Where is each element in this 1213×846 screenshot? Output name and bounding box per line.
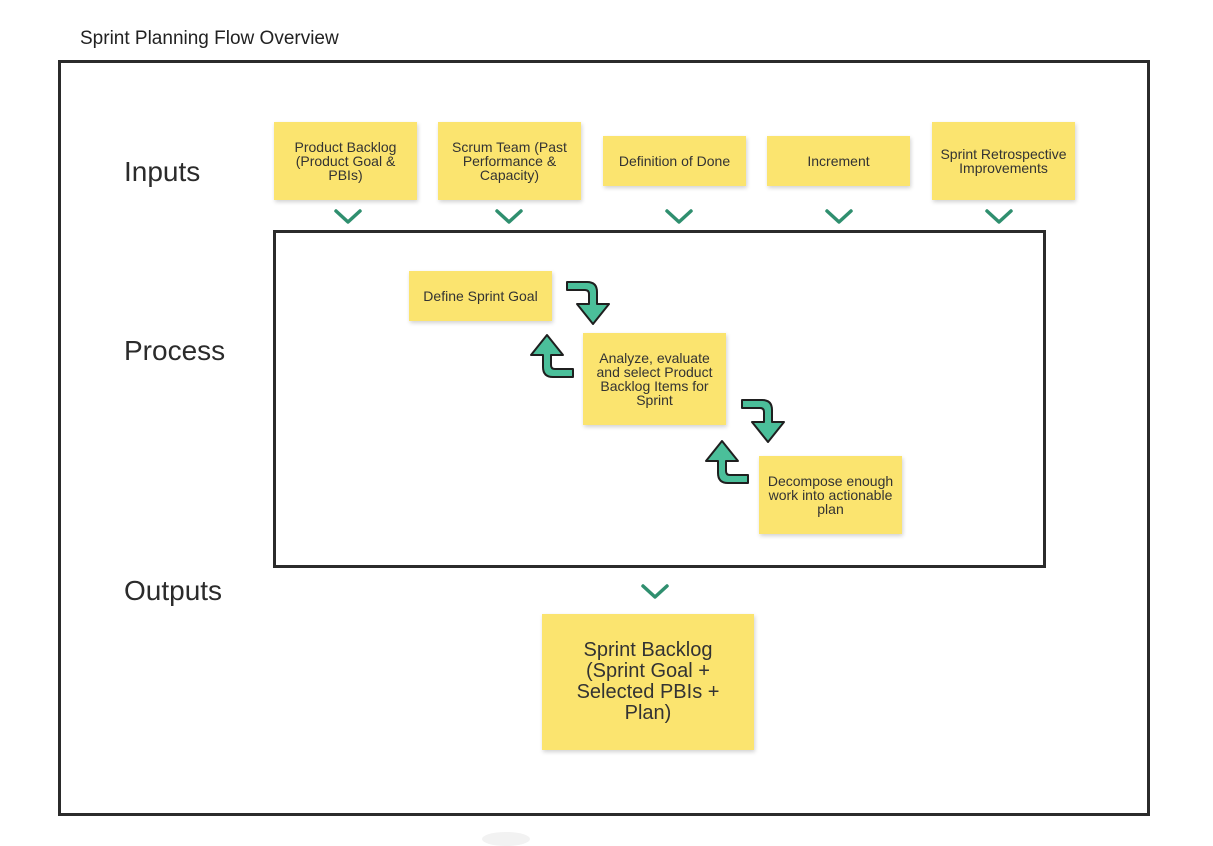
chevron-down-icon	[824, 208, 854, 226]
outputs-label: Outputs	[124, 575, 223, 606]
input-sticky-scrum-team[interactable]: Scrum Team (Past Performance & Capacity)	[438, 122, 581, 200]
output-sticky-sprint-backlog[interactable]: Sprint Backlog (Sprint Goal + Selected P…	[542, 614, 754, 750]
curved-arrow-down-icon	[565, 279, 617, 331]
process-step-define-sprint-goal[interactable]: Define Sprint Goal	[409, 271, 552, 321]
process-box	[273, 230, 1046, 568]
inputs-label: Inputs	[124, 156, 201, 187]
input-sticky-increment[interactable]: Increment	[767, 136, 910, 186]
chevron-down-icon	[664, 208, 694, 226]
chevron-down-icon	[984, 208, 1014, 226]
process-label: Process	[124, 335, 226, 366]
bottom-shape	[482, 832, 530, 846]
input-sticky-sprint-retrospective[interactable]: Sprint Retrospective Improvements	[932, 122, 1075, 200]
diagram-frame	[58, 60, 1150, 816]
chevron-down-icon	[640, 583, 670, 601]
chevron-down-icon	[494, 208, 524, 226]
process-step-select-pbis[interactable]: Analyze, evaluate and select Product Bac…	[583, 333, 726, 425]
chevron-down-icon	[333, 208, 363, 226]
input-sticky-definition-of-done[interactable]: Definition of Done	[603, 136, 746, 186]
input-sticky-product-backlog[interactable]: Product Backlog (Product Goal & PBIs)	[274, 122, 417, 200]
curved-arrow-up-icon	[698, 434, 750, 486]
process-step-decompose-work[interactable]: Decompose enough work into actionable pl…	[759, 456, 902, 534]
curved-arrow-up-icon	[523, 328, 575, 380]
page-title: Sprint Planning Flow Overview	[80, 28, 339, 49]
